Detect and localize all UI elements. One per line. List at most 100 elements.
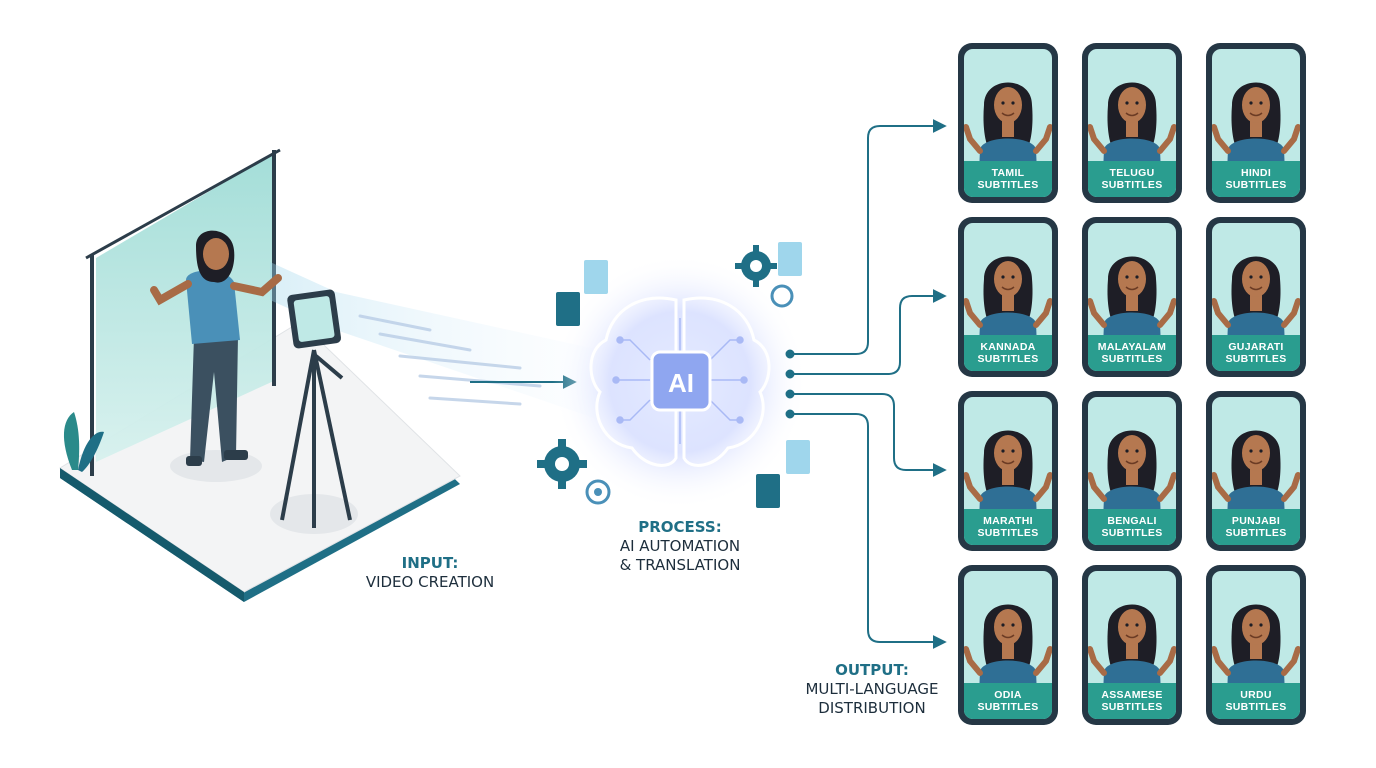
gear-icon [735, 245, 777, 287]
subtitle-language: MARATHI [983, 515, 1033, 527]
subtitle-suffix: SUBTITLES [1225, 179, 1287, 191]
output-key: OUTPUT: [835, 661, 909, 679]
subtitle-language: TELUGU [1109, 167, 1155, 179]
subtitle-language: ODIA [994, 689, 1022, 701]
phone-notch [988, 43, 1016, 49]
subtitle-language: KANNADA [980, 341, 1036, 353]
subtitle-suffix: SUBTITLES [977, 179, 1039, 191]
projection-beam [270, 262, 600, 420]
phone-notch [988, 565, 1016, 571]
plant-icon [63, 412, 104, 472]
phone-notch [1112, 217, 1140, 223]
subtitle-suffix: SUBTITLES [1225, 701, 1287, 713]
circuit-traces [612, 318, 748, 444]
phone-notch [1236, 565, 1264, 571]
phone-notch [988, 391, 1016, 397]
phone-notch [988, 217, 1016, 223]
subtitle-suffix: SUBTITLES [1225, 527, 1287, 539]
output-value-line2: DISTRIBUTION [818, 699, 926, 717]
input-value: VIDEO CREATION [365, 573, 495, 591]
subtitle-suffix: SUBTITLES [1101, 527, 1163, 539]
subtitle-language: HINDI [1240, 167, 1272, 179]
process-stage-label: PROCESS: AI AUTOMATION & TRANSLATION [570, 518, 790, 575]
phone-notch [1236, 391, 1264, 397]
gear-icon [537, 439, 587, 489]
gear-icon [585, 479, 611, 505]
subtitle-suffix: SUBTITLES [1225, 353, 1287, 365]
brain-icon [589, 296, 771, 467]
output-value-line1: MULTI-LANGUAGE [805, 680, 939, 698]
subtitle-suffix: SUBTITLES [1101, 353, 1163, 365]
input-stage-label: INPUT: VIDEO CREATION [320, 554, 540, 592]
output-stage-label: OUTPUT: MULTI-LANGUAGE DISTRIBUTION [752, 661, 992, 718]
phone-notch [1112, 43, 1140, 49]
phone-notch [1112, 565, 1140, 571]
subtitle-suffix: SUBTITLES [977, 527, 1039, 539]
ai-chip-label: AI [668, 368, 694, 398]
subtitle-language: ASSAMESE [1101, 689, 1163, 701]
subtitle-language: GUJARATI [1228, 341, 1284, 353]
phone-notch [1236, 217, 1264, 223]
subtitle-suffix: SUBTITLES [977, 353, 1039, 365]
output-connectors [785, 119, 947, 649]
ai-chip [650, 350, 712, 412]
subtitle-suffix: SUBTITLES [977, 701, 1039, 713]
subtitle-language: MALAYALAM [1097, 341, 1167, 353]
subtitle-language: URDU [1240, 689, 1272, 701]
phone-notch [1112, 391, 1140, 397]
subtitle-suffix: SUBTITLES [1101, 701, 1163, 713]
process-value-line1: AI AUTOMATION [619, 537, 741, 555]
subtitle-suffix: SUBTITLES [1101, 179, 1163, 191]
process-key: PROCESS: [638, 518, 722, 536]
gear-icon [770, 284, 794, 308]
phone-notch [1236, 43, 1264, 49]
process-value-line2: & TRANSLATION [619, 556, 741, 574]
subtitle-language: TAMIL [991, 167, 1025, 179]
presenter-figure [150, 230, 282, 482]
input-key: INPUT: [401, 554, 459, 572]
document-icon [556, 242, 810, 508]
presenter-thumbnail [964, 256, 1052, 371]
subtitle-language: BENGALI [1107, 515, 1157, 527]
camera-icon [270, 289, 358, 534]
presenter-thumbnail [1088, 256, 1176, 371]
